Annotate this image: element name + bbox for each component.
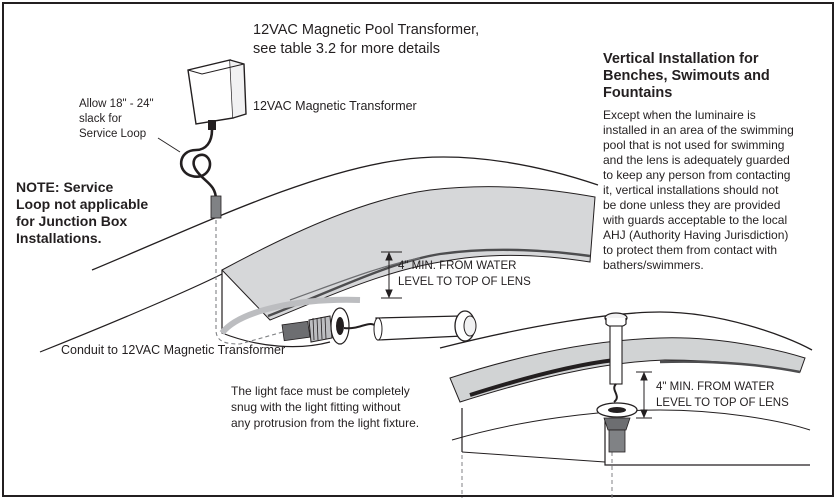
vertical-body-line-8: with guards acceptable to the local [603,213,788,227]
light-face-line-1: The light face must be completely [231,384,410,398]
transformer-title-line-1: 12VAC Magnetic Pool Transformer, [253,22,480,38]
vertical-title-line-2: Benches, Swimouts and [603,68,770,84]
measure-2-line-2: LEVEL TO TOP OF LENS [656,397,789,409]
light-face-line-2: snug with the light fitting without [231,400,401,414]
vertical-body-line-10: to protect them from contact with [603,243,778,257]
dimension-arrow-icon [381,251,402,299]
transformer-title-line-2: see table 3.2 for more details [253,41,440,57]
vertical-body-line-5: to keep any person from contacting [603,168,791,182]
light-face-line-3: any protrusion from the light fixture. [231,416,420,430]
vertical-title-line-3: Fountains [603,85,673,101]
conduit-dashed-path [215,220,291,345]
transformer-box-icon [187,59,247,130]
vertical-body-line-7: be done unless they are provided [603,198,781,212]
note-line-4: Installations. [16,230,102,246]
pool-wall-right [439,311,813,466]
vertical-body-line-2: installed in an area of the swimming [603,123,794,137]
note-line-1: NOTE: Service [16,179,114,195]
vertical-body-line-4: and the lens is adequately guarded [603,153,790,167]
vertical-body-line-9: AHJ (Authority Having Jurisdiction) [603,228,789,242]
slack-note-line-1: Allow 18" - 24" [79,98,154,110]
pool-light-fixture-icon [343,310,477,342]
vertical-title-line-1: Vertical Installation for [603,51,759,67]
slack-note-line-3: Service Loop [79,128,147,140]
slack-note-line-2: slack for [79,113,122,125]
dimension-arrow-icon-2 [636,371,652,419]
pool-wall-left [39,156,599,353]
vertical-body-line-1: Except when the luminaire is [603,108,756,122]
vertical-body-line-3: pool that is not used for swimming [603,138,785,152]
measure-1-line-2: LEVEL TO TOP OF LENS [398,276,531,288]
conduit-connector-icon [281,307,350,345]
measure-1-line-1: 4" MIN. FROM WATER [398,260,517,272]
note-line-2: Loop not applicable [16,196,149,212]
vertical-light-fixture-icon [596,312,638,453]
vertical-body-line-11: bathers/swimmers. [603,258,704,272]
measure-2-line-1: 4" MIN. FROM WATER [656,381,775,393]
transformer-label: 12VAC Magnetic Transformer [253,99,417,113]
service-loop-cable-icon [157,129,222,219]
vertical-body-line-6: it, vertical installations should not [603,183,779,197]
note-line-3: for Junction Box [16,213,128,229]
conduit-label: Conduit to 12VAC Magnetic Transformer [61,343,286,357]
